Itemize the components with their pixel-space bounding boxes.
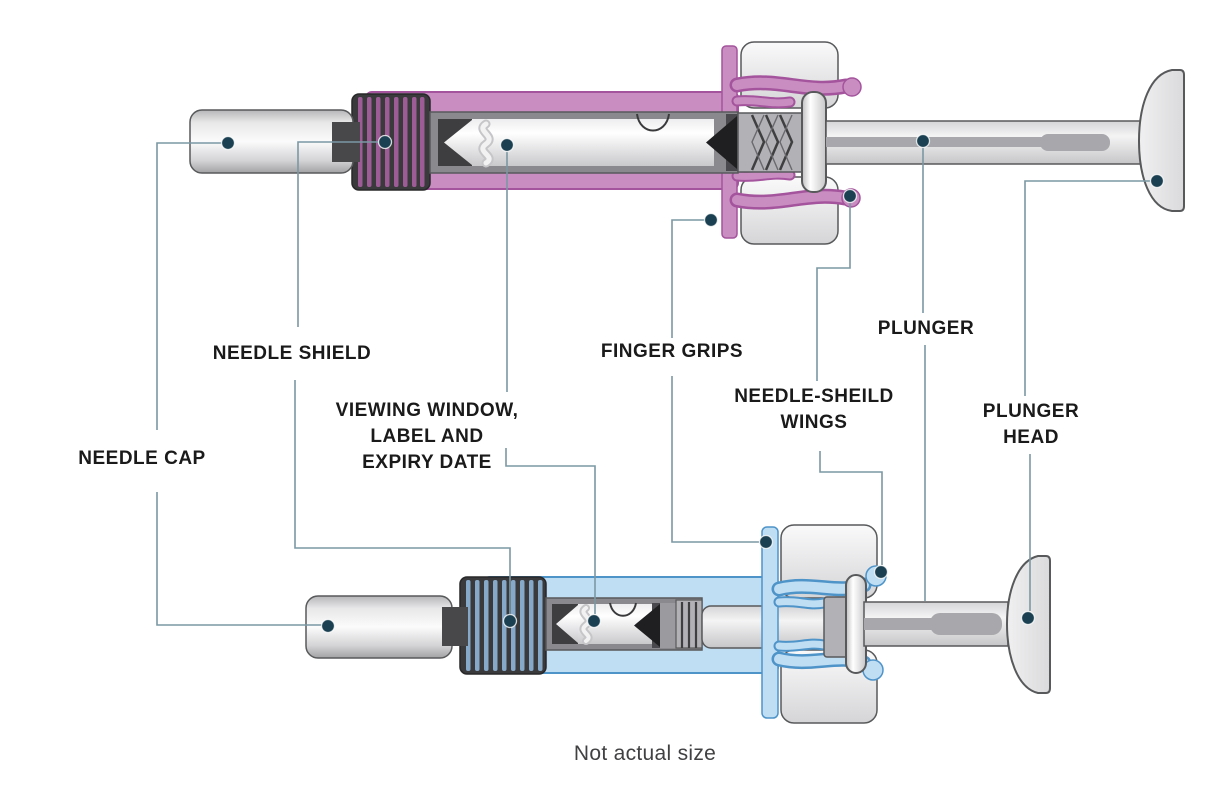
- label-needle-shield-wings: NEEDLE-SHEILD WINGS: [734, 386, 894, 433]
- footnote-not-actual-size: Not actual size: [573, 742, 717, 765]
- bottom-needle-shield: [459, 576, 547, 675]
- bottom-plunger-rod: [863, 601, 1009, 647]
- dot-finger-grips-top: [703, 212, 719, 228]
- line-needle-shield-top: [297, 141, 385, 327]
- line-finger-grips-bottom: [671, 376, 759, 543]
- dot-wings-top: [842, 188, 858, 204]
- dot-viewing-window-bottom: [586, 613, 602, 629]
- bottom-needle-cap: [305, 595, 468, 659]
- dot-viewing-window-top: [499, 137, 515, 153]
- label-viewing-window: VIEWING WINDOW, LABEL AND EXPIRY DATE: [335, 400, 519, 473]
- dot-plunger-top: [915, 133, 931, 149]
- dot-wings-bottom: [873, 564, 889, 580]
- label-finger-grips: FINGER GRIPS: [600, 341, 744, 362]
- line-needle-cap-top: [156, 142, 228, 430]
- top-stopper: [706, 116, 737, 169]
- bottom-viewing-window: [545, 597, 703, 651]
- callout-lines: [156, 141, 1150, 626]
- line-needle-cap-bottom: [156, 492, 322, 626]
- dot-needle-shield-top: [377, 134, 393, 150]
- bottom-backstop-disc: [845, 574, 867, 674]
- line-viewing-window-bottom: [505, 448, 596, 614]
- bottom-finger-grip-flange: [761, 526, 779, 719]
- top-threads: [737, 112, 803, 173]
- dot-needle-shield-bottom: [502, 613, 518, 629]
- label-plunger: PLUNGER: [877, 318, 975, 339]
- dot-needle-cap-top: [220, 135, 236, 151]
- line-wings-top: [816, 203, 851, 381]
- dot-plunger-head-top: [1149, 173, 1165, 189]
- callout-dots: [220, 133, 1165, 634]
- dot-finger-grips-bottom: [758, 534, 774, 550]
- top-syringe-illustration: [189, 41, 1185, 245]
- label-plunger-head: PLUNGER HEAD: [982, 401, 1080, 448]
- dot-plunger-head-bottom: [1020, 610, 1036, 626]
- dot-needle-cap-bottom: [320, 618, 336, 634]
- top-backstop-disc: [801, 91, 827, 193]
- bottom-stopper: [634, 604, 660, 647]
- line-wings-bottom: [819, 451, 883, 565]
- top-plunger-head: [1137, 69, 1185, 212]
- label-needle-cap: NEEDLE CAP: [78, 448, 206, 469]
- top-plunger-rod: [825, 120, 1144, 165]
- label-needle-shield: NEEDLE SHIELD: [212, 343, 372, 364]
- line-finger-grips-top: [671, 219, 711, 338]
- bottom-syringe-illustration: [305, 524, 1051, 724]
- top-viewing-window: [429, 111, 739, 174]
- line-needle-shield-bottom: [294, 380, 511, 614]
- top-air-bubble: [636, 113, 670, 132]
- line-plunger-head-top: [1024, 180, 1150, 396]
- bottom-air-bubble: [609, 602, 637, 617]
